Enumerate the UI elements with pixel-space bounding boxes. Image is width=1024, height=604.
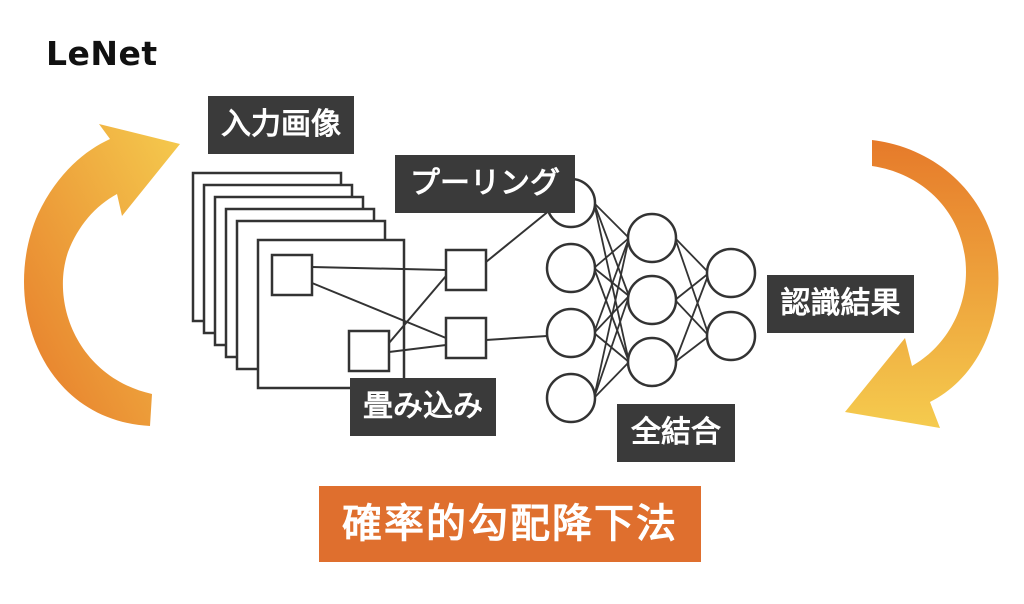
diagram-title: LeNet <box>46 34 158 73</box>
neuron-output <box>705 310 757 362</box>
neuron-layer2 <box>626 336 678 388</box>
neuron-output <box>705 247 757 299</box>
curved-down-arrow-icon <box>845 140 999 428</box>
kernel-window-top <box>270 253 314 297</box>
label-pooling: プーリング <box>395 155 575 213</box>
neuron-layer2 <box>626 274 678 326</box>
label-input-image: 入力画像 <box>208 96 354 154</box>
pooling-unit-bottom <box>444 316 488 360</box>
label-recognition-result: 認識結果 <box>767 275 914 333</box>
kernel-window-bottom <box>347 329 391 373</box>
label-convolution: 畳み込み <box>350 378 496 436</box>
conv-connections <box>311 266 447 353</box>
sgd-banner: 確率的勾配降下法 <box>319 486 701 562</box>
label-fully-connected: 全結合 <box>617 404 735 462</box>
neuron-layer2 <box>626 212 678 264</box>
neuron-layer1 <box>545 307 597 359</box>
pooling-unit-top <box>444 248 488 292</box>
pooling-connections <box>485 209 551 341</box>
curved-up-arrow-icon <box>23 124 180 426</box>
neuron-layer1 <box>545 372 597 424</box>
neuron-layer1 <box>545 242 597 294</box>
fc-edges <box>593 202 710 399</box>
